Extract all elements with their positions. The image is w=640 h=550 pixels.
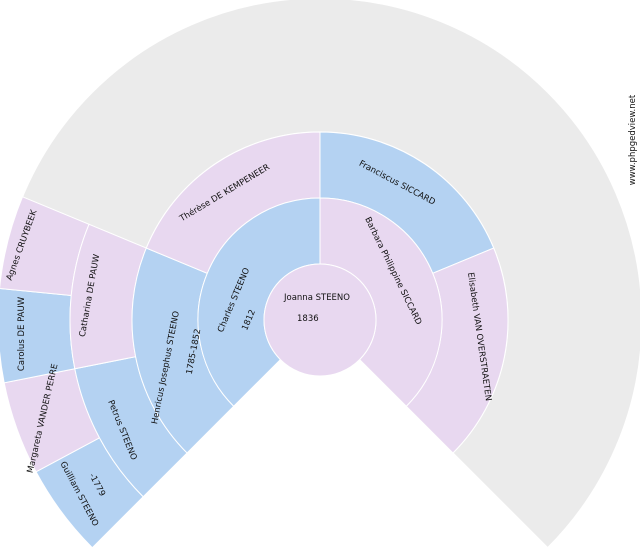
root-person-circle[interactable] <box>263 263 377 377</box>
carolus-de-pauw-name: Carolus DE PAUW <box>17 296 27 371</box>
ancestor-segment-carolus-de-pauw[interactable] <box>0 287 76 384</box>
site-watermark: www.phpgedview.net <box>628 94 638 185</box>
root-name-label: Joanna STEENO <box>283 293 350 303</box>
root-years-label: 1836 <box>297 314 319 324</box>
